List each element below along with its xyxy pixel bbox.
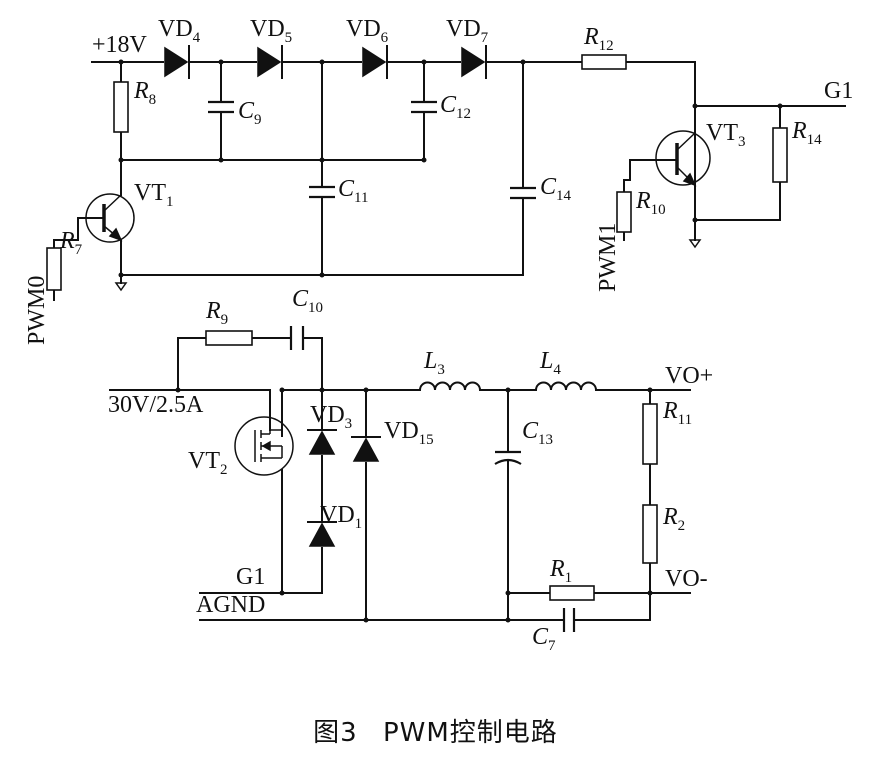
label-r7: R7 [59,228,83,258]
label-r2: R2 [662,504,685,534]
label-vd7: VD7 [446,16,489,46]
label-vd3: VD3 [310,402,352,432]
label-vt1: VT1 [134,180,174,210]
label-r1: R1 [549,556,572,586]
label-vd15: VD15 [384,418,434,448]
mosfet-vt2 [234,416,294,476]
capacitor-c9 [208,100,234,114]
net-label-agnd: AGND [196,592,265,618]
diode-vd3 [307,429,337,455]
net-label-18v: +18V [92,32,148,58]
label-c10: C10 [292,286,323,316]
label-vd1: VD1 [320,502,362,532]
resistor-r1 [549,585,595,601]
label-c11: C11 [338,176,368,206]
diode-vd1 [307,521,337,547]
resistor-r11 [642,403,658,465]
net-label-g1-bottom: G1 [236,564,265,590]
net-label-30v: 30V/2.5A [108,392,204,418]
label-l3: L3 [423,348,445,378]
capacitor-c10 [289,326,305,350]
capacitor-c7 [562,608,576,632]
label-r8: R8 [133,78,156,108]
resistor-r14 [772,127,788,183]
label-c13: C13 [522,418,553,448]
resistor-r12 [581,54,627,70]
inductor-l3 [418,381,482,392]
capacitor-c14 [510,186,536,200]
resistor-r10 [616,191,632,233]
ground-symbol [688,239,702,249]
label-r11: R11 [662,398,692,428]
diode-vd5 [257,45,283,79]
junction-dots [118,59,783,623]
net-label-pwm1: PWM1 [595,223,621,292]
net-label-g1-top: G1 [824,78,853,104]
capacitor-c13 [494,450,522,465]
label-c9: C9 [238,98,262,128]
diode-vd4 [164,45,190,79]
diode-vd7 [461,45,487,79]
bottom-wires [109,337,691,621]
transistor-vt3 [655,130,711,187]
resistor-r7 [46,247,62,291]
label-c14: C14 [540,174,572,204]
figure-caption: 图3 PWM控制电路 [0,712,871,749]
label-vt2: VT2 [188,448,228,478]
label-r14: R14 [791,118,822,148]
resistor-r2 [642,504,658,564]
ground-symbol [114,282,128,292]
capacitor-c11 [309,185,335,199]
figure-number: 图3 [313,718,358,748]
net-label-vo-plus: VO+ [665,363,713,389]
figure-title: PWM控制电路 [382,718,558,748]
capacitor-c12 [411,100,437,114]
net-label-vo-minus: VO- [665,566,708,592]
net-label-pwm0: PWM0 [24,276,50,345]
label-vd5: VD5 [250,16,292,46]
label-l4: L4 [539,348,561,378]
transistor-vt1 [85,193,135,243]
label-c7: C7 [532,624,556,654]
label-vd6: VD6 [346,16,389,46]
top-wires [53,61,846,301]
label-r12: R12 [583,24,614,54]
inductor-l4 [534,381,598,392]
label-vt3: VT3 [706,120,746,150]
resistor-r8 [113,81,129,133]
diode-vd15 [351,436,381,462]
label-r10: R10 [635,188,666,218]
diode-vd6 [362,45,388,79]
label-r9: R9 [205,298,228,328]
resistor-r9 [205,330,253,346]
label-vd4: VD4 [158,16,201,46]
label-c12: C12 [440,92,471,122]
